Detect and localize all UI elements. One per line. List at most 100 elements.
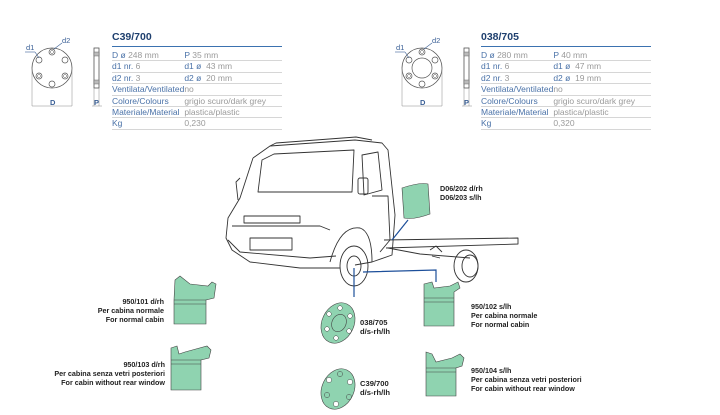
- callout-hubcap-c39700: C39/700 d/s-rh/lh: [360, 379, 390, 397]
- spec-row: d1 nr. 6 d1 ø 43 mm: [112, 60, 282, 73]
- hubcap-038705-diagram: d1 d2 D P: [392, 36, 477, 110]
- callout-flap-950-104: 950/104 s/lh Per cabina senza vetri post…: [471, 366, 582, 394]
- spec-value: plastica/plastic: [553, 106, 651, 119]
- spec-value: 0,230: [184, 117, 282, 130]
- part-code: D06/202 d/rh: [440, 184, 483, 193]
- spec-key: d2 nr.: [112, 72, 134, 83]
- part-code: D06/203 s/lh: [440, 193, 482, 203]
- part-code: 038/705: [360, 318, 388, 327]
- dim-label-D: D: [50, 98, 56, 107]
- spec-value: 19 mm: [575, 72, 602, 83]
- part-desc-en: For normal cabin: [471, 320, 530, 330]
- spec-row: D ø 248 mm P 35 mm: [112, 50, 282, 62]
- dim-label-d1: d1: [396, 43, 405, 52]
- spec-key: Colore/Colours: [112, 95, 185, 108]
- hubcap-038705-part-icon: [320, 302, 356, 344]
- part-code: 950/102 s/lh: [471, 302, 512, 311]
- hubcap-c39700-part-icon: [320, 368, 356, 410]
- spec-key: Ventilata/Ventilated: [112, 83, 185, 96]
- part-desc-en: For cabin without rear window: [61, 378, 165, 388]
- spec-key: Materiale/Material: [481, 106, 554, 119]
- spec-key: D ø: [112, 50, 126, 60]
- cab-outline: [252, 139, 396, 266]
- spec-value: no: [553, 83, 651, 96]
- spec-key: Ventilata/Ventilated: [481, 83, 554, 96]
- spec-table: D ø 280 mm P 40 mm d1 nr. 6 d1 ø 47 mm d…: [481, 50, 651, 130]
- mudflap-950-101-icon: [173, 275, 217, 325]
- callout-door-guard: D06/202 d/rh D06/203 s/lh: [440, 184, 483, 202]
- spec-value: 35 mm: [192, 50, 219, 60]
- spec-value: grigio scuro/dark grey: [184, 95, 282, 108]
- spec-key: d1 ø: [553, 61, 571, 72]
- spec-key: d1 nr.: [481, 61, 503, 72]
- part-side: d/s-rh/lh: [360, 388, 390, 398]
- spec-key: D ø: [481, 50, 495, 60]
- dim-label-d1: d1: [26, 43, 35, 52]
- spec-key: d2 ø: [553, 72, 571, 83]
- part-desc-en: For cabin without rear window: [471, 384, 575, 394]
- spec-value: 43 mm: [206, 61, 233, 72]
- hubcap-c39700-diagram: d1 d2 D P: [22, 36, 107, 110]
- spec-key: P: [553, 50, 559, 60]
- part-code: 950/103 d/rh: [123, 360, 165, 369]
- part-code: 950/104 s/lh: [471, 366, 512, 375]
- mudflap-950-104-icon: [425, 351, 465, 397]
- spec-key: Kg: [112, 117, 185, 130]
- spec-value: 6: [504, 61, 510, 72]
- leader-lines: [353, 219, 437, 297]
- hubcap-front-view-icon: [395, 42, 472, 107]
- hubcap-front-view-icon: [25, 42, 102, 107]
- part-desc-it: Per cabina normale: [471, 311, 538, 321]
- spec-key: d2 nr.: [481, 72, 503, 83]
- spec-value: 3: [504, 72, 510, 83]
- spec-value: 6: [135, 61, 141, 72]
- dim-label-P: P: [94, 98, 100, 107]
- dim-label-P: P: [464, 98, 470, 107]
- mudflap-950-103-icon: [170, 345, 212, 391]
- spec-key: d1 ø: [184, 61, 202, 72]
- callout-hubcap-038705: 038/705 d/s-rh/lh: [360, 318, 390, 336]
- spec-value: 20 mm: [206, 72, 233, 83]
- spec-block-c39700: C39/700 D ø 248 mm P 35 mm d1 nr. 6 d1 ø…: [112, 31, 282, 130]
- spec-title: C39/700: [112, 31, 282, 47]
- part-desc-it: Per cabina normale: [97, 306, 164, 316]
- spec-value: 3: [135, 72, 141, 83]
- spec-key: Materiale/Material: [112, 106, 185, 119]
- spec-key: P: [184, 50, 190, 60]
- spec-row: D ø 280 mm P 40 mm: [481, 50, 651, 62]
- spec-value: plastica/plastic: [184, 106, 282, 119]
- callout-flap-950-103: 950/103 d/rh Per cabina senza vetri post…: [20, 360, 165, 388]
- door-guard-part: [401, 183, 431, 219]
- dim-label-d2: d2: [62, 36, 71, 45]
- spec-key: Colore/Colours: [481, 95, 554, 108]
- spec-key: d2 ø: [184, 72, 202, 83]
- spec-row: d2 nr. 3 d2 ø 19 mm: [481, 72, 651, 85]
- part-desc-it: Per cabina senza vetri posteriori: [54, 369, 165, 379]
- spec-key: d1 nr.: [112, 61, 134, 72]
- callout-flap-950-102: 950/102 s/lh Per cabina normale For norm…: [471, 302, 537, 330]
- spec-block-038705: 038/705 D ø 280 mm P 40 mm d1 nr. 6 d1 ø…: [481, 31, 651, 130]
- part-desc-it: Per cabina senza vetri posteriori: [471, 375, 582, 385]
- spec-row: d2 nr. 3 d2 ø 20 mm: [112, 72, 282, 85]
- spec-value: 47 mm: [575, 61, 602, 72]
- spec-value: 40 mm: [561, 50, 588, 60]
- dim-label-d2: d2: [432, 36, 441, 45]
- spec-title: 038/705: [481, 31, 651, 47]
- spec-table: D ø 248 mm P 35 mm d1 nr. 6 d1 ø 43 mm d…: [112, 50, 282, 130]
- spec-value: 248 mm: [128, 50, 159, 60]
- dim-label-D: D: [420, 98, 426, 107]
- spec-row: d1 nr. 6 d1 ø 47 mm: [481, 60, 651, 73]
- spec-value: 0,320: [553, 117, 651, 130]
- spec-key: Kg: [481, 117, 554, 130]
- spec-value: no: [184, 83, 282, 96]
- callout-flap-950-101: 950/101 d/rh Per cabina normale For norm…: [80, 297, 164, 325]
- part-side: d/s-rh/lh: [360, 327, 390, 337]
